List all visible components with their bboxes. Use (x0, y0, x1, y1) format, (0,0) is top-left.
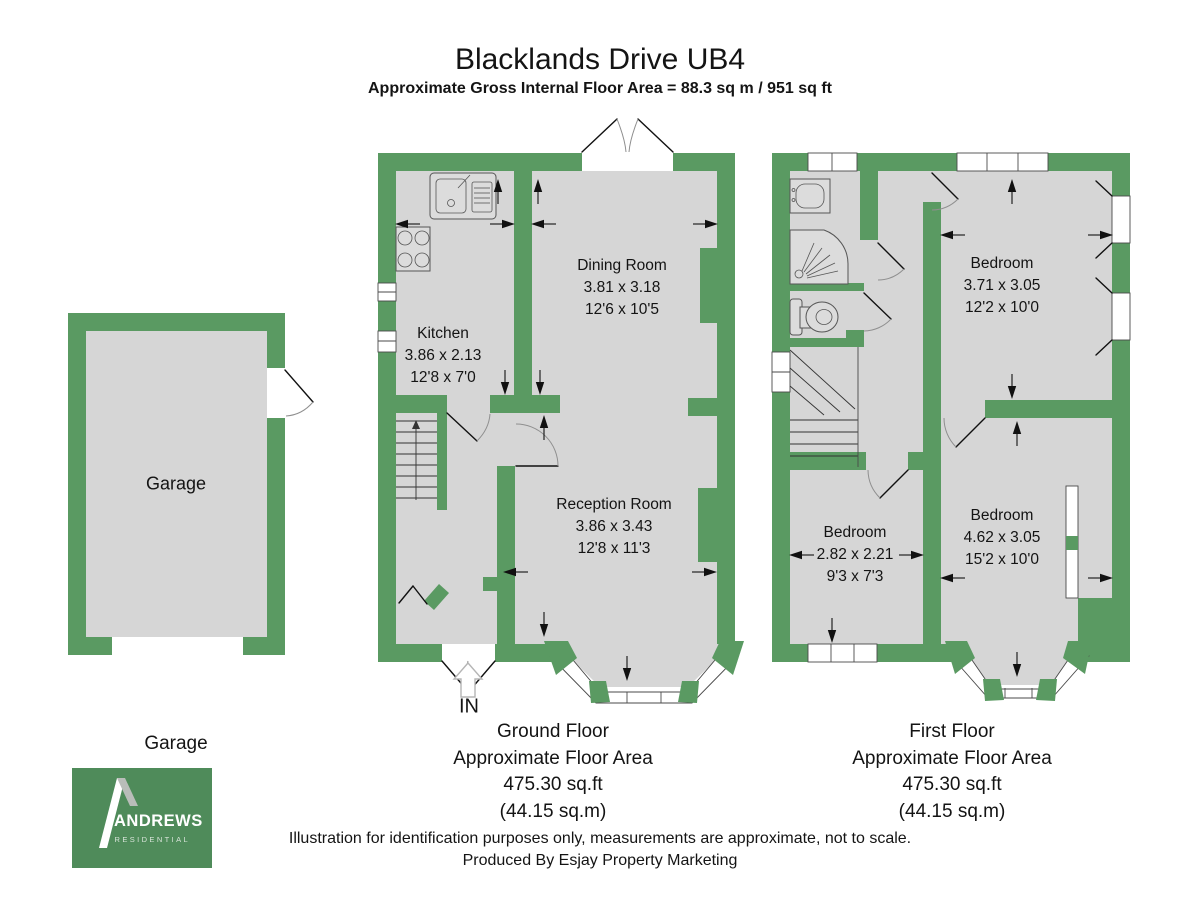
garage-side-door (267, 368, 314, 418)
first-stairs (789, 347, 859, 467)
kitchen-label: Kitchen 3.86 x 2.13 12'8 x 7'0 (405, 323, 482, 389)
entrance-arrow-icon (452, 661, 484, 698)
ground-floor-caption: Ground Floor Approximate Floor Area 475.… (453, 719, 653, 825)
ground-stairs (396, 420, 437, 500)
andrews-residential-logo: ANDREWS RESIDENTIAL (72, 768, 212, 868)
hob-icon (395, 226, 431, 272)
entrance-door (441, 644, 496, 698)
ground-caption-line3: 475.30 sq.ft (503, 774, 603, 795)
logo-a-icon (99, 778, 125, 848)
bedroom-small-metric: 2.82 x 2.21 (816, 546, 894, 563)
first-caption-line1: First Floor (909, 721, 995, 742)
reception-metric: 3.86 x 3.43 (575, 518, 653, 535)
bedroom-rear-label: Bedroom 3.71 x 3.05 12'2 x 10'0 (964, 253, 1041, 319)
wc-door (863, 292, 892, 332)
kitchen-windows (377, 282, 397, 353)
kitchen-metric: 3.86 x 2.13 (404, 347, 482, 364)
sink-icon (429, 172, 497, 220)
first-internal-walls (790, 171, 1112, 644)
logo-subtext: RESIDENTIAL (115, 835, 191, 844)
bedroom-small-label: Bedroom 2.82 x 2.21 9'3 x 7'3 (817, 522, 894, 588)
kitchen-imperial: 12'8 x 7'0 (410, 369, 476, 386)
ground-caption-line1: Ground Floor (497, 721, 609, 742)
ground-caption-line4: (44.15 sq.m) (499, 800, 607, 822)
logo-graphic: ANDREWS RESIDENTIAL (72, 768, 212, 868)
reception-name: Reception Room (556, 496, 672, 513)
toilet-icon (789, 298, 839, 336)
page-title: Blacklands Drive UB4 (454, 43, 746, 76)
bedroom-front-metric: 4.62 x 3.05 (963, 529, 1041, 546)
bedroom-rear-imperial: 12'2 x 10'0 (964, 299, 1040, 316)
first-floor-caption: First Floor Approximate Floor Area 475.3… (852, 719, 1052, 825)
bedroom-rear-door (931, 172, 959, 211)
bedroom-front-door (943, 417, 986, 448)
reception-imperial: 12'8 x 11'3 (577, 540, 651, 557)
page-subtitle: Approximate Gross Internal Floor Area = … (368, 80, 832, 97)
reception-door (515, 423, 559, 467)
dining-room-label: Dining Room 3.81 x 3.18 12'6 x 10'5 (577, 255, 667, 321)
bedroom-front-imperial: 15'2 x 10'0 (964, 551, 1040, 568)
ground-bay-window (544, 641, 744, 704)
bedroom-small-name: Bedroom (823, 524, 887, 541)
garage-caption: Garage (144, 733, 208, 754)
basin-icon (789, 178, 831, 214)
garage-door-opening (112, 637, 243, 655)
ground-caption-line2: Approximate Floor Area (453, 747, 653, 769)
bedroom-front-name: Bedroom (970, 507, 1034, 524)
bathroom-door (877, 242, 905, 281)
producer-text: Produced By Esjay Property Marketing (462, 852, 738, 869)
disclaimer-text: Illustration for identification purposes… (288, 830, 912, 847)
first-windows (771, 152, 1131, 663)
understairs-door (398, 585, 428, 605)
shower-icon (789, 229, 849, 285)
logo-a-accent-icon (117, 778, 138, 806)
first-floor-plan (771, 152, 1131, 701)
french-doors (581, 118, 674, 171)
ground-internal-walls (396, 171, 717, 644)
reception-room-label: Reception Room 3.86 x 3.43 12'8 x 11'3 (556, 494, 671, 560)
kitchen-name: Kitchen (417, 325, 469, 342)
kitchen-door (446, 412, 491, 442)
ground-floor-plan (377, 118, 744, 704)
bedroom-front-label: Bedroom 4.62 x 3.05 15'2 x 10'0 (964, 505, 1041, 571)
logo-brand-text: ANDREWS (114, 812, 203, 830)
first-caption-line4: (44.15 sq.m) (898, 800, 1006, 822)
bedroom-small-door (867, 469, 909, 499)
entrance-in-label: IN (459, 695, 479, 718)
first-caption-line2: Approximate Floor Area (852, 747, 1052, 769)
dining-metric: 3.81 x 3.18 (583, 279, 661, 296)
dining-name: Dining Room (577, 257, 667, 274)
garage-room-label: Garage (145, 473, 207, 494)
bedroom-rear-metric: 3.71 x 3.05 (963, 277, 1041, 294)
garage-plan (68, 313, 314, 655)
first-caption-line3: 475.30 sq.ft (902, 774, 1002, 795)
dining-imperial: 12'6 x 10'5 (584, 301, 660, 318)
first-bay-window (945, 641, 1092, 701)
bedroom-rear-name: Bedroom (970, 255, 1034, 272)
bedroom-small-imperial: 9'3 x 7'3 (826, 568, 884, 585)
